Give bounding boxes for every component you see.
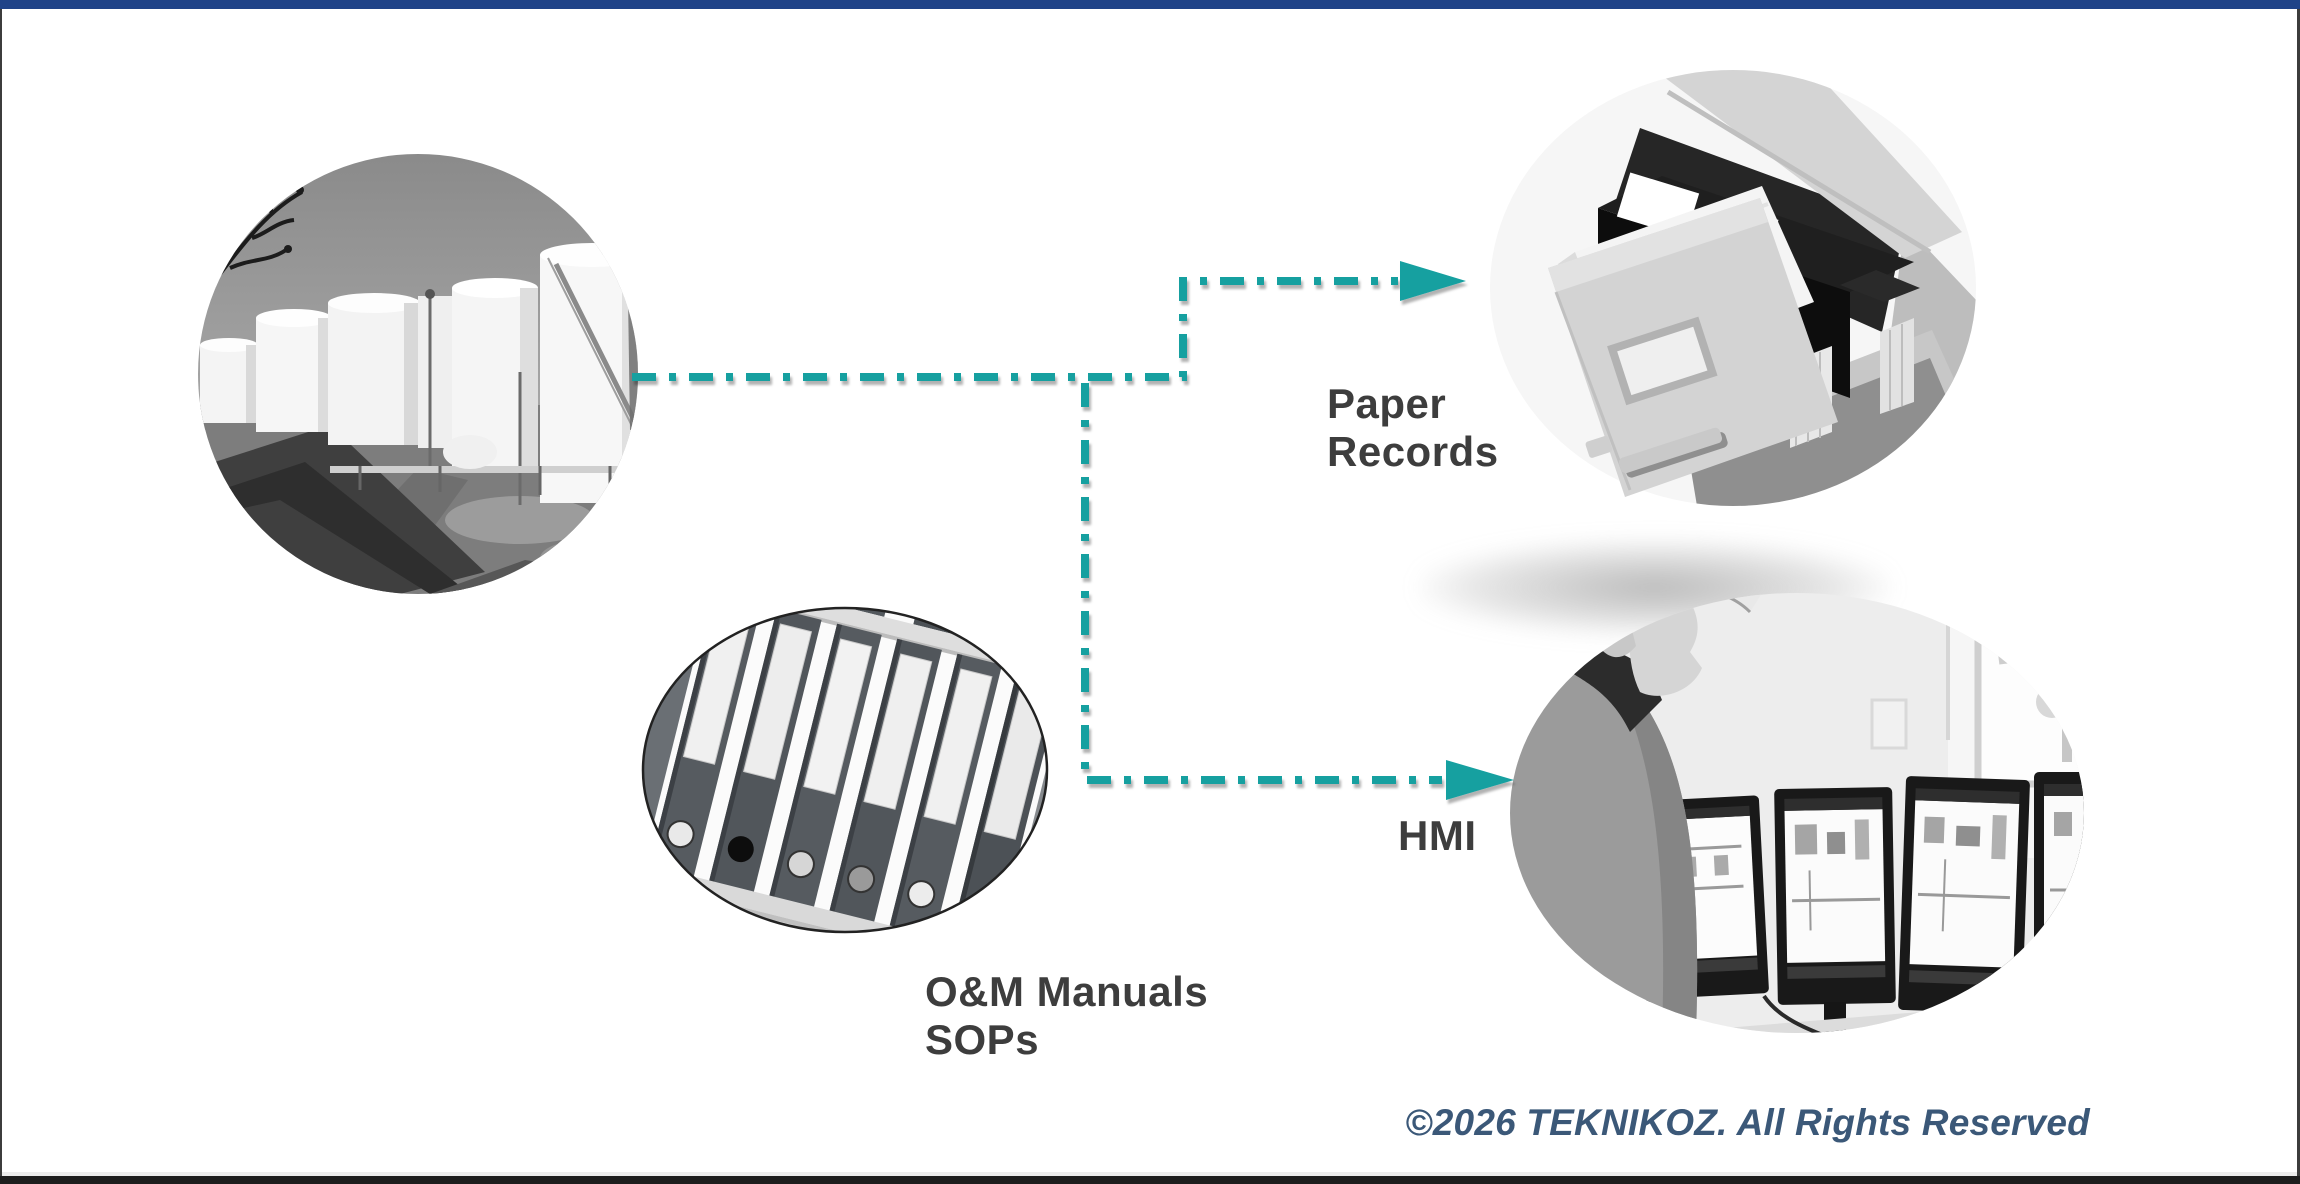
- binders-photo-ring: [641, 606, 1049, 934]
- bottom-edge-bar: [0, 1176, 2300, 1184]
- paper-records-label: Paper Records: [1327, 380, 1499, 475]
- tank-farm-photo: [198, 154, 638, 594]
- arrow-right-icon: [1400, 261, 1466, 301]
- connectors: [632, 261, 1514, 800]
- top-accent-bar: [0, 0, 2300, 9]
- right-edge-border: [2297, 9, 2300, 1176]
- drawer-handle: [1585, 427, 1728, 478]
- binders-photo: [643, 608, 1047, 932]
- left-edge-border: [0, 9, 2, 1176]
- bottom-light-strip: [0, 1172, 2300, 1176]
- connector-to-hmi: [1081, 383, 1442, 784]
- drawer-label-frame: [1607, 316, 1718, 406]
- om-manuals-label: O&M Manuals SOPs: [925, 968, 1209, 1063]
- hmi-label: HMI: [1398, 812, 1477, 859]
- hmi-control-room-photo: [1510, 593, 2084, 1033]
- hmi-monitors: [1647, 772, 2084, 1033]
- connector-to-paper-records: [632, 277, 1398, 381]
- arrow-right-icon: [1446, 760, 1514, 800]
- copyright-text: ©2026 TEKNIKOZ. All Rights Reserved: [1405, 1102, 2090, 1143]
- filing-cabinet-photo: [1490, 70, 1976, 506]
